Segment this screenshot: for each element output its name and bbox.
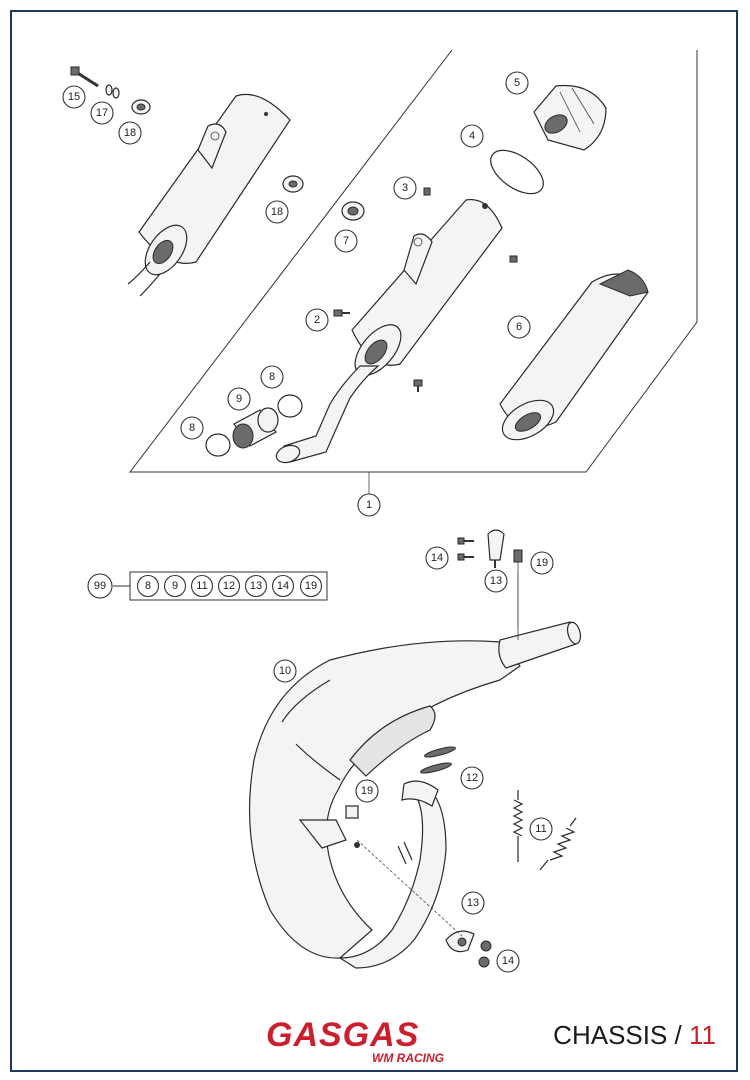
svg-text:15: 15 [68,91,80,103]
svg-text:3: 3 [402,182,408,194]
callout-18-top: 18 [118,121,142,145]
kit-item-13: 13 [244,574,268,598]
callout-18-side: 18 [265,200,289,224]
page-number: 11 [689,1020,716,1050]
o-ring-4 [490,149,544,195]
svg-text:19: 19 [305,580,317,592]
svg-text:1: 1 [366,499,372,511]
svg-text:14: 14 [431,552,443,564]
svg-text:8: 8 [269,371,275,383]
callout-13-top: 13 [484,569,508,593]
section-label: CHASSIS / [553,1020,682,1050]
grommet-18-top [131,99,151,115]
screws-14-top [457,537,474,561]
silencer-main [351,198,503,376]
callout-13-bottom: 13 [461,891,485,915]
silencer-reference [127,93,291,297]
kit-item-19: 19 [299,574,323,598]
svg-text:13: 13 [250,580,262,592]
connecting-tube [275,365,380,464]
bolt-15 [70,66,99,88]
clip-19-side [345,805,359,819]
svg-text:14: 14 [277,580,289,592]
callout-11: 11 [529,817,553,841]
sleeve-9 [232,407,279,449]
washer-17 [105,84,120,99]
callout-99: 99 [87,573,113,599]
callout-2: 2 [305,308,329,332]
callout-3: 3 [393,176,417,200]
callout-5: 5 [505,71,529,95]
callout-17: 17 [90,101,114,125]
callout-12: 12 [460,766,484,790]
callout-4: 4 [460,124,484,148]
svg-text:99: 99 [94,580,106,592]
svg-text:19: 19 [536,557,548,569]
assembly-boundary [128,49,698,473]
svg-text:14: 14 [502,955,514,967]
screws-14-bottom [478,940,492,968]
svg-text:13: 13 [490,575,502,587]
svg-text:8: 8 [145,580,151,592]
svg-text:17: 17 [96,107,108,119]
svg-text:2: 2 [314,314,320,326]
springs-11 [512,790,577,871]
spacers-12 [420,746,456,774]
gasgas-logo: GASGAS WM RACING [266,1018,486,1068]
section-title: CHASSIS / 11 [553,1020,716,1051]
callout-8-right: 8 [260,365,284,389]
page-frame [10,10,738,1072]
svg-text:18: 18 [124,127,136,139]
kit-item-14: 14 [271,574,295,598]
exhaust-header-10 [248,621,582,969]
svg-text:8: 8 [189,422,195,434]
callout-6: 6 [507,315,531,339]
gasket-8-left [205,433,231,457]
svg-text:11: 11 [196,580,207,592]
callout-19-side: 19 [355,779,379,803]
kit-item-12: 12 [217,574,241,598]
svg-text:11: 11 [535,823,546,835]
svg-text:18: 18 [271,206,283,218]
brand-name: GASGAS [266,1016,420,1054]
leader-lines [356,572,519,937]
callout-14-bottom: 14 [496,949,520,973]
svg-text:10: 10 [279,665,291,677]
screw-2 [333,309,350,317]
svg-text:6: 6 [516,321,522,333]
screw-3 [423,187,431,196]
callout-7: 7 [334,229,358,253]
kit-item-8: 8 [136,574,160,598]
svg-text:12: 12 [466,772,478,784]
svg-text:5: 5 [514,77,520,89]
bracket-13-bottom [445,930,475,953]
grommet-18-side [282,175,304,193]
brand-subtitle: WM RACING [372,1051,444,1065]
kit-item-9: 9 [163,574,187,598]
callout-10: 10 [273,659,297,683]
svg-text:4: 4 [469,130,475,142]
svg-text:9: 9 [236,393,242,405]
kit-item-11: 11 [190,574,214,598]
svg-text:19: 19 [361,785,373,797]
outer-shell-6 [499,269,649,441]
svg-text:9: 9 [172,580,178,592]
callout-19-top: 19 [530,551,554,575]
callout-15: 15 [62,85,86,109]
svg-text:13: 13 [467,897,479,909]
callout-9: 9 [227,387,251,411]
grommet-7 [341,201,365,221]
end-cap-5 [533,84,607,151]
gasket-8-right [277,394,303,418]
screw-bottom [413,379,423,392]
svg-text:7: 7 [343,235,349,247]
nut-small [509,255,518,263]
bracket-13-top [487,529,505,568]
callout-1: 1 [357,493,381,517]
callout-8-left: 8 [180,416,204,440]
svg-text:12: 12 [223,580,235,592]
callout-14-top: 14 [425,546,449,570]
